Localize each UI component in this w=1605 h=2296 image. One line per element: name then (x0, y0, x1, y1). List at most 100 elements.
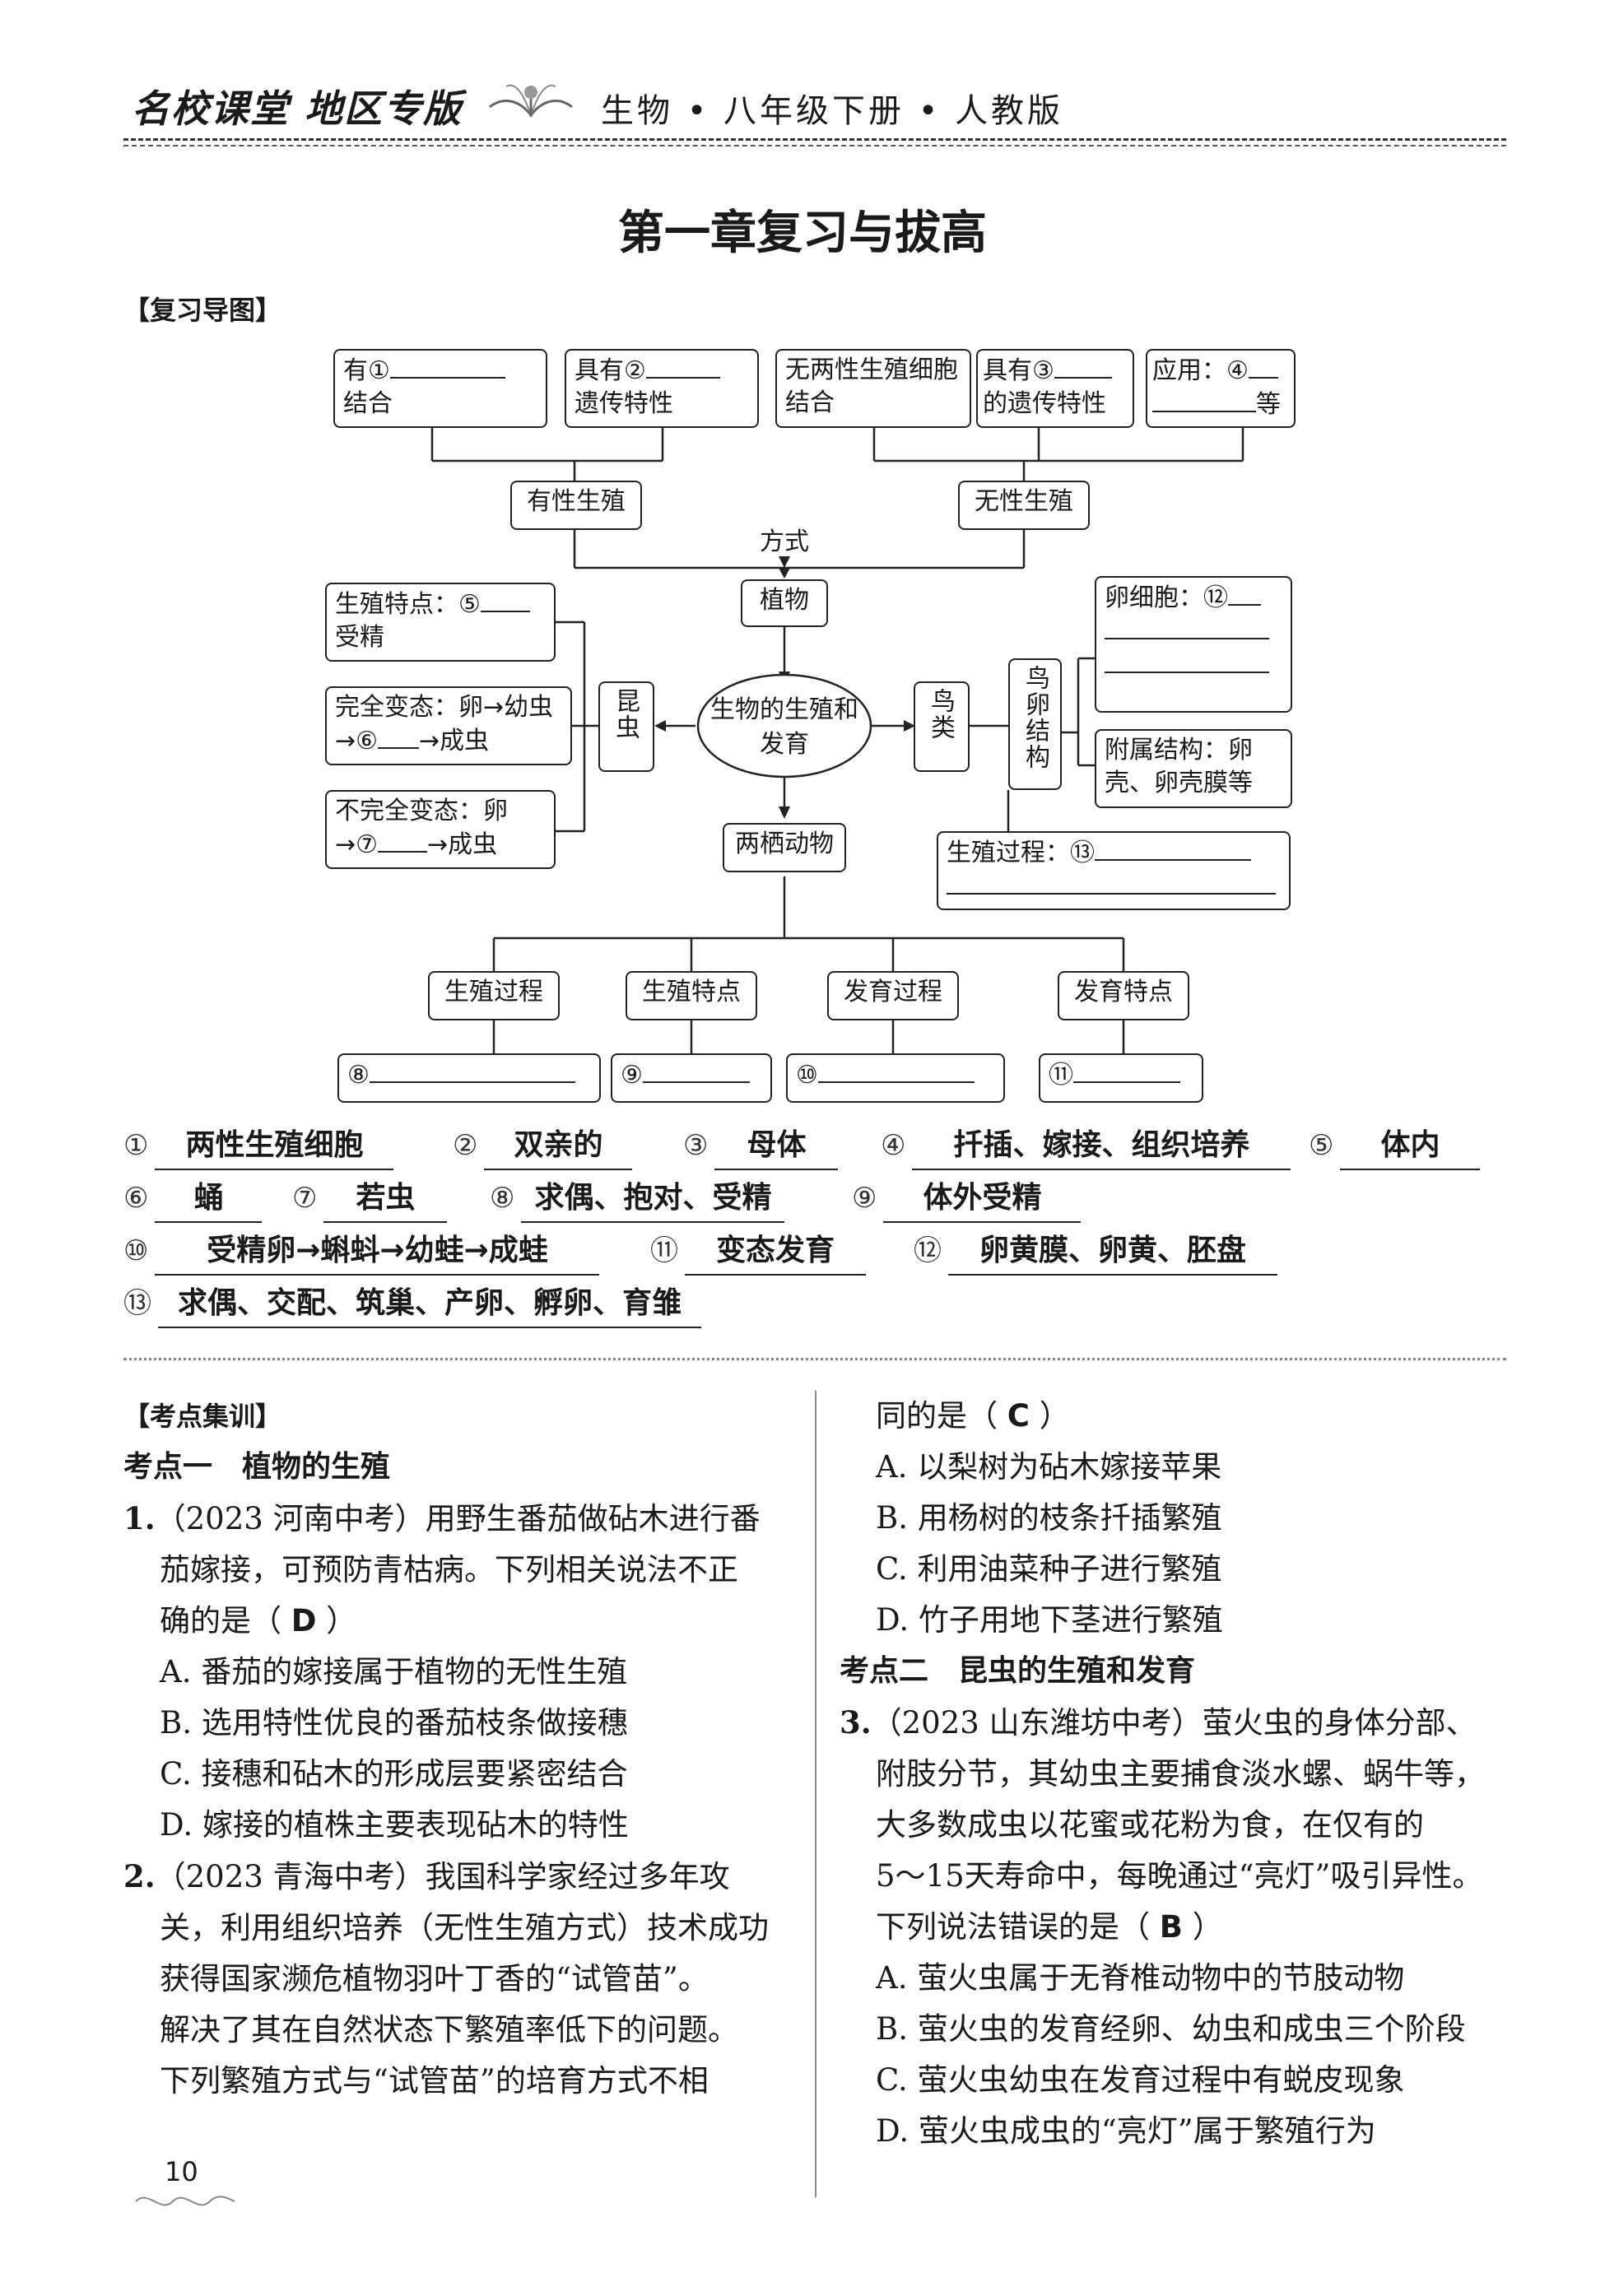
map-box-text: 不完全变态：卵 (335, 797, 508, 825)
map-box-incomplete-metamorphosis: 不完全变态：卵 →⑦→成虫 (325, 790, 556, 869)
column-divider (815, 1391, 816, 2197)
q3-number: 3. (840, 1704, 872, 1741)
q2-answer: C (1007, 1398, 1030, 1434)
answer-value: 两性生殖细胞 (155, 1122, 393, 1170)
q1-option: A. 番茄的嫁接属于植物的无性生殖 (123, 1647, 798, 1698)
answer-number: ⑤ (1309, 1129, 1333, 1162)
map-box-text: →⑥ (335, 727, 378, 755)
map-box-sexual-fusion: 有① 结合 (333, 349, 547, 428)
practice-label: 【考点集训】 (123, 1391, 798, 1442)
left-column: 【考点集训】 考点一 植物的生殖 1.（2023 河南中考）用野生番茄做砧木进行… (123, 1391, 798, 2107)
map-box-text: →成虫 (419, 727, 489, 755)
map-box-amph-child-3: 发育过程 (827, 971, 959, 1020)
answer-item: ⑥蛹 (123, 1175, 262, 1223)
map-box-text: 具有③ (983, 356, 1054, 385)
kp1-heading: 考点一 植物的生殖 (123, 1442, 798, 1493)
answer-number: ⑬ (123, 1287, 151, 1320)
q1-line: 茄嫁接，可预防青枯病。下列相关说法不正 (123, 1545, 798, 1596)
q1-line: 1.（2023 河南中考）用野生番茄做砧木进行番 (123, 1493, 798, 1545)
mind-map-connectors (0, 0, 1605, 1152)
map-box-amph-blank-11: ⑪ (1039, 1053, 1203, 1103)
blank-12b (1105, 615, 1269, 639)
map-box-text: 具有② (575, 356, 646, 385)
map-box-amph-child-4: 发育特点 (1058, 971, 1189, 1020)
q2-option: C. 利用油菜种子进行繁殖 (840, 1544, 1514, 1595)
blank-4 (1249, 354, 1278, 379)
map-box-amphibian: 两栖动物 (723, 823, 846, 872)
answer-value: 扦插、嫁接、组织培养 (912, 1122, 1291, 1170)
blank-8 (370, 1058, 575, 1083)
answer-number: ⑦ (292, 1182, 317, 1215)
q2-line: 同的是（ C ） (840, 1391, 1514, 1442)
map-box-accessory: 附属结构：卵壳、卵壳膜等 (1095, 729, 1292, 808)
answer-number: ⑩ (123, 1234, 148, 1267)
answer-number: ④ (881, 1129, 905, 1162)
answer-number: ⑫ (914, 1234, 942, 1267)
blank-1 (390, 354, 505, 379)
answer-value: 求偶、交配、筑巢、产卵、孵卵、育雏 (158, 1280, 701, 1328)
q1-option: D. 嫁接的植株主要表现砧木的特性 (123, 1800, 798, 1851)
map-box-text: 受精 (335, 623, 384, 652)
q2-line: 关，利用组织培养（无性生殖方式）技术成功 (123, 1903, 798, 1954)
answer-value: 受精卵→蝌蚪→幼蛙→成蛙 (155, 1228, 599, 1276)
answer-value: 卵黄膜、卵黄、胚盘 (948, 1228, 1277, 1276)
map-box-plant: 植物 (741, 579, 828, 627)
q3-option: B. 萤火虫的发育经卵、幼虫和成虫三个阶段 (840, 2004, 1514, 2055)
answer-value: 体外受精 (883, 1175, 1081, 1223)
q2-option: D. 竹子用地下茎进行繁殖 (840, 1595, 1514, 1646)
answer-item: ⑤体内 (1309, 1122, 1480, 1170)
map-box-insect-feature: 生殖特点：⑤ 受精 (325, 583, 556, 662)
answer-number: ② (453, 1129, 477, 1162)
answer-value: 求偶、抱对、受精 (521, 1175, 784, 1223)
q2-line: 解决了其在自然状态下繁殖率低下的问题。 (123, 2005, 798, 2056)
map-box-application: 应用：④ 等 (1146, 349, 1296, 428)
answer-number: ⑥ (123, 1182, 148, 1215)
q2-line: 获得国家濒危植物羽叶丁香的“试管苗”。 (123, 1954, 798, 2005)
blank-13b (947, 870, 1276, 895)
q3-line: 5～15天寿命中，每晚通过“亮灯”吸引异性。 (840, 1851, 1514, 1902)
q3-option: C. 萤火虫幼虫在发育过程中有蜕皮现象 (840, 2055, 1514, 2106)
map-box-maternal-traits: 具有③ 的遗传特性 (976, 349, 1134, 428)
answer-value: 若虫 (323, 1175, 447, 1223)
q3-text: 下列说法错误的是（ (876, 1909, 1150, 1945)
q1-text: ） (326, 1603, 356, 1638)
page-number: 10 (165, 2156, 198, 2187)
map-box-text: 遗传特性 (575, 389, 673, 418)
answer-number: ① (123, 1129, 148, 1162)
blank-4b (1152, 388, 1256, 412)
blank-10 (818, 1058, 975, 1083)
q3-answer: B (1160, 1909, 1183, 1945)
map-box-text: 完全变态：卵→幼虫 (335, 693, 553, 722)
q2-option: A. 以梨树为砧木嫁接苹果 (840, 1442, 1514, 1493)
footer-ornament-icon (132, 2189, 239, 2214)
map-box-text: 鸟类 (923, 688, 956, 741)
map-box-text: →⑦ (335, 830, 378, 859)
answer-value: 蛹 (155, 1175, 262, 1223)
q3-text: （2023 山东潍坊中考）萤火虫的身体分部、 (872, 1705, 1477, 1741)
q1-text: （2023 河南中考）用野生番茄做砧木进行番 (156, 1501, 761, 1536)
q2-text: （2023 青海中考）我国科学家经过多年攻 (156, 1859, 730, 1894)
blank-3 (1054, 354, 1112, 379)
blank-2 (646, 354, 720, 379)
answer-item: ①两性生殖细胞 (123, 1122, 393, 1170)
q3-option: A. 萤火虫属于无脊椎动物中的节肢动物 (840, 1953, 1514, 2004)
blank-12c (1105, 648, 1269, 673)
map-box-text: 有① (343, 356, 390, 385)
map-box-text: ⑨ (621, 1061, 643, 1090)
answer-item: ⑫卵黄膜、卵黄、胚盘 (914, 1228, 1277, 1276)
map-box-text: 的遗传特性 (983, 389, 1106, 418)
kp2-heading: 考点二 昆虫的生殖和发育 (840, 1646, 1514, 1697)
q3-line: 大多数成虫以花蜜或花粉为食，在仅有的 (840, 1800, 1514, 1851)
blank-12 (1228, 581, 1261, 606)
blank-6 (378, 724, 419, 749)
answer-value: 变态发育 (685, 1228, 866, 1276)
q2-text: 同的是（ (876, 1398, 998, 1434)
blank-11 (1073, 1058, 1180, 1083)
